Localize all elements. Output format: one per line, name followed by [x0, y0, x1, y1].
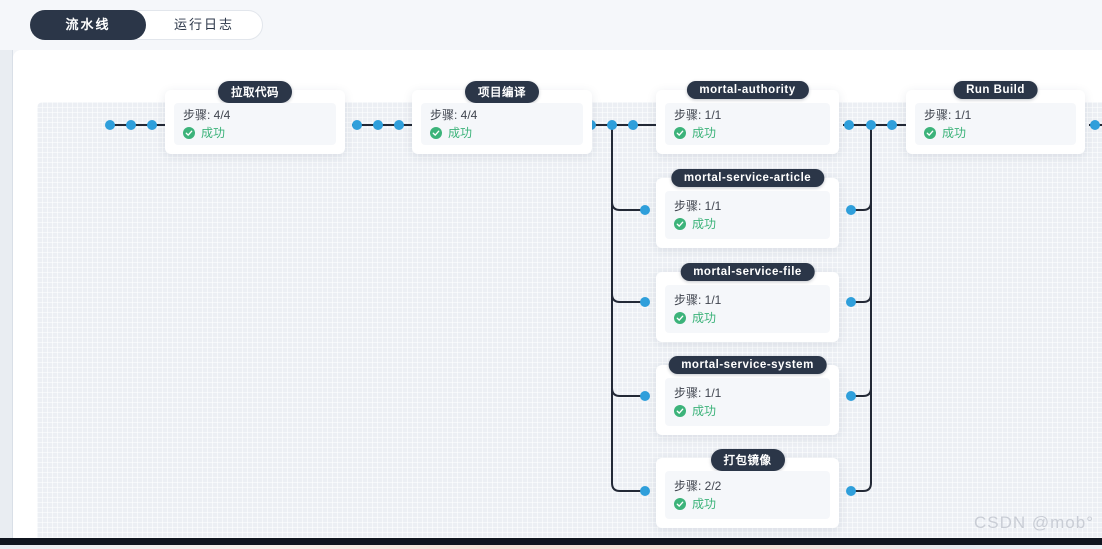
pipeline-node-mortal-service-article[interactable]: mortal-service-article 步骤: 1/1 成功 — [656, 169, 839, 248]
pipeline-node-mortal-authority[interactable]: mortal-authority 步骤: 1/1 成功 — [656, 81, 839, 154]
node-steps: 步骤: 4/4 — [183, 107, 231, 122]
node-status-label: 成功 — [201, 125, 226, 140]
node-title-badge[interactable]: mortal-service-system — [668, 356, 827, 374]
node-status: 成功 — [674, 311, 821, 326]
node-status: 成功 — [924, 126, 1067, 141]
tab-run-log[interactable]: 运行日志 — [146, 11, 262, 39]
node-steps: 步骤: 2/2 — [674, 478, 722, 493]
watermark: CSDN @mob° — [973, 513, 1094, 532]
node-body: 步骤: 2/2 成功 — [665, 471, 830, 519]
pipeline-canvas[interactable] — [37, 102, 1102, 549]
node-steps: 步骤: 1/1 — [924, 107, 972, 122]
node-title-badge[interactable]: 打包镜像 — [710, 449, 785, 471]
node-body: 步骤: 1/1 成功 — [665, 191, 830, 239]
success-check-icon — [674, 498, 686, 510]
pipeline-node-mortal-service-system[interactable]: mortal-service-system 步骤: 1/1 成功 — [656, 356, 839, 435]
node-body: 步骤: 1/1 成功 — [915, 103, 1076, 145]
node-status-label: 成功 — [942, 125, 967, 140]
node-body: 步骤: 1/1 成功 — [665, 285, 830, 333]
node-status-label: 成功 — [448, 125, 473, 140]
success-check-icon — [674, 127, 686, 139]
node-title-badge[interactable]: mortal-service-file — [680, 263, 815, 281]
node-body: 步骤: 4/4 成功 — [421, 103, 583, 145]
bottom-bar — [0, 538, 1102, 545]
success-check-icon — [430, 127, 442, 139]
node-title-badge[interactable]: 项目编译 — [465, 81, 539, 103]
node-steps: 步骤: 4/4 — [430, 107, 478, 122]
node-status-label: 成功 — [692, 403, 717, 418]
node-status-label: 成功 — [692, 216, 717, 231]
node-title-badge[interactable]: mortal-service-article — [670, 169, 825, 187]
node-status-label: 成功 — [692, 496, 717, 511]
success-check-icon — [674, 405, 686, 417]
pipeline-node-run-build[interactable]: Run Build 步骤: 1/1 成功 — [906, 81, 1085, 154]
node-status: 成功 — [674, 404, 821, 419]
success-check-icon — [674, 218, 686, 230]
node-title-badge[interactable]: 拉取代码 — [218, 81, 292, 103]
bottom-edge-strip — [0, 545, 1102, 549]
node-body: 步骤: 4/4 成功 — [174, 103, 336, 145]
node-status: 成功 — [430, 126, 574, 141]
success-check-icon — [674, 312, 686, 324]
pipeline-node-mortal-service-file[interactable]: mortal-service-file 步骤: 1/1 成功 — [656, 263, 839, 342]
node-status-label: 成功 — [692, 310, 717, 325]
node-body: 步骤: 1/1 成功 — [665, 103, 830, 145]
node-steps: 步骤: 1/1 — [674, 198, 722, 213]
pipeline-node-compile[interactable]: 项目编译 步骤: 4/4 成功 — [412, 81, 592, 154]
node-status: 成功 — [674, 217, 821, 232]
tab-pipeline[interactable]: 流水线 — [30, 10, 146, 40]
success-check-icon — [924, 127, 936, 139]
tab-group: 流水线 运行日志 — [30, 10, 263, 40]
pipeline-node-pull-code[interactable]: 拉取代码 步骤: 4/4 成功 — [165, 81, 345, 154]
left-gutter — [0, 50, 13, 538]
node-steps: 步骤: 1/1 — [674, 107, 722, 122]
node-title-badge[interactable]: Run Build — [953, 81, 1038, 99]
node-status-label: 成功 — [692, 125, 717, 140]
node-status: 成功 — [674, 497, 821, 512]
node-steps: 步骤: 1/1 — [674, 385, 722, 400]
header: 流水线 运行日志 — [0, 0, 1102, 50]
success-check-icon — [183, 127, 195, 139]
pipeline-node-package-image[interactable]: 打包镜像 步骤: 2/2 成功 — [656, 449, 839, 528]
node-title-badge[interactable]: mortal-authority — [686, 81, 809, 99]
node-status: 成功 — [183, 126, 327, 141]
node-body: 步骤: 1/1 成功 — [665, 378, 830, 426]
node-steps: 步骤: 1/1 — [674, 292, 722, 307]
node-status: 成功 — [674, 126, 821, 141]
